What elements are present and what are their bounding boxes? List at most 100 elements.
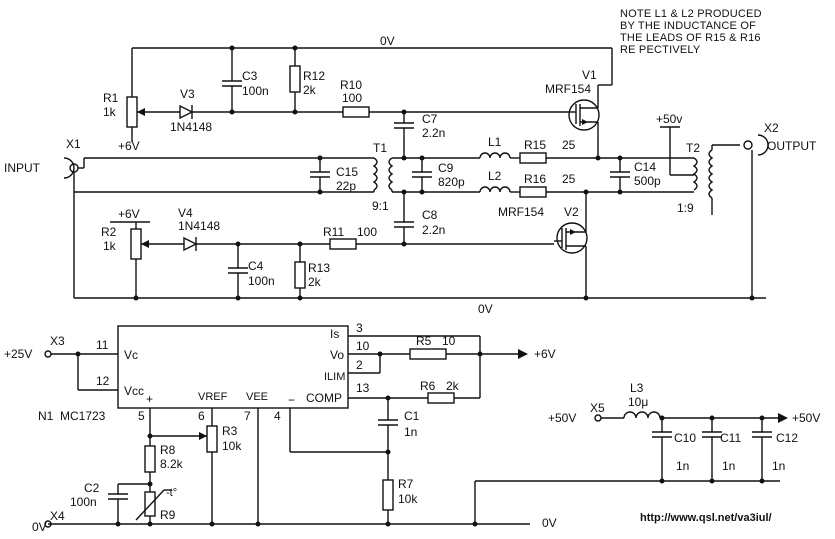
ic-pins-left: +25V X3 11 12 — [4, 334, 118, 391]
part-ref: T1 — [373, 141, 387, 155]
part-ref: C15 — [336, 165, 358, 179]
part-ref: C3 — [242, 69, 258, 83]
pin-label: − — [288, 393, 295, 407]
pin-label: VEE — [246, 391, 268, 403]
pin-number: 4 — [274, 409, 281, 423]
part-value: 2.2n — [422, 223, 445, 237]
turns-ratio: 1:9 — [677, 201, 694, 215]
part-ref: R6 — [420, 379, 436, 393]
resistor-r16: R16 25 — [519, 172, 694, 198]
part-value: 2k — [308, 275, 322, 289]
part-ref: C2 — [84, 481, 100, 495]
part-value: 500p — [634, 174, 661, 188]
part-value: 1n — [676, 459, 689, 473]
capacitor-c7: C7 2.2n — [394, 112, 445, 157]
capacitor-c3: C3 100n — [222, 48, 269, 112]
pin-label: ILIM — [324, 371, 345, 383]
source-url: http://www.qsl.net/va3iul/ — [640, 512, 772, 524]
capacitor-c4: C4 100n — [228, 244, 275, 298]
supply-connector-x5: +50V X5 — [548, 401, 624, 425]
pin-number: 10 — [356, 339, 370, 353]
resistor-r13: R13 2k — [294, 244, 330, 298]
pin-number: 3 — [356, 321, 363, 335]
part-ref: C10 — [674, 431, 696, 445]
output-label: +6V — [534, 347, 556, 361]
pin-label: VREF — [198, 391, 228, 403]
resistor-r7: R7 10k — [382, 477, 418, 524]
resistor-r12: R12 2k — [289, 48, 325, 112]
part-ref: R3 — [222, 424, 238, 438]
part-value: 1N4148 — [170, 120, 212, 134]
capacitor-c2: C2 100n — [70, 481, 150, 524]
part-ref: C12 — [776, 431, 798, 445]
part-ref: R10 — [340, 78, 362, 92]
resistor-r10: R10 100 — [295, 78, 570, 118]
diode-v3: V3 1N4148 — [170, 87, 295, 134]
pin-number: 12 — [96, 374, 110, 388]
part-value: 10 — [442, 334, 456, 348]
part-ref: R7 — [398, 477, 414, 491]
part-ref: L3 — [630, 381, 644, 395]
inductor-l3: L3 10μ +50V — [623, 381, 820, 425]
part-ref: C14 — [634, 160, 656, 174]
part-ref: R9 — [160, 508, 176, 522]
part-value: 8.2k — [160, 457, 184, 471]
part-ref: V2 — [564, 205, 579, 219]
ic-pins-right: 3 10 2 13 — [348, 321, 481, 395]
part-value: 100 — [357, 225, 377, 239]
part-value: 25 — [562, 172, 576, 186]
pin4-wire: 4 — [274, 408, 388, 453]
part-ref: R11 — [323, 225, 344, 239]
ground-rail-middle: 0V — [74, 297, 766, 316]
part-ref: L2 — [488, 169, 502, 183]
resistor-r1: R1 1k +6V — [103, 48, 180, 153]
part-value: 10k — [222, 439, 242, 453]
part-value: 2k — [446, 379, 460, 393]
part-value: 25 — [562, 138, 576, 152]
output-connector-x2: X2 OUTPUT — [743, 121, 817, 298]
part-ref: L1 — [488, 135, 502, 149]
part-ref: N1 — [38, 409, 54, 423]
part-ref: C8 — [422, 208, 438, 222]
resistor-r3: 6 R3 10k — [150, 408, 242, 524]
transformer-t2: T2 1:9 — [677, 141, 740, 215]
schematic-note: NOTE L1 & L2 PRODUCED BY THE INDUCTANCE … — [620, 8, 830, 56]
input-connector-x1: INPUT X1 — [4, 137, 374, 298]
pin-number: 2 — [356, 358, 363, 372]
part-ref: R15 — [524, 138, 546, 152]
pin-label: + — [146, 392, 153, 406]
note-line: RE PECTIVELY — [620, 44, 701, 56]
pin-label: Vcc — [124, 384, 144, 398]
rail-label: 0V — [478, 302, 493, 316]
pin-label: Vo — [330, 348, 344, 362]
part-ref: C11 — [720, 431, 741, 445]
port-ref: X1 — [66, 137, 81, 151]
part-value: MC1723 — [60, 409, 106, 423]
diode-v4: V4 1N4148 — [178, 206, 330, 252]
output-label: OUTPUT — [767, 139, 817, 153]
supply-label: +50V — [792, 411, 820, 425]
pin-number: 7 — [244, 409, 251, 423]
resistor-r11: R11 100 — [323, 225, 554, 250]
part-value: 2k — [303, 83, 317, 97]
part-value: MRF154 — [498, 205, 544, 219]
transistor-v1: V1 MRF154 — [545, 68, 612, 157]
part-ref: R13 — [308, 261, 330, 275]
resistor-r15: R15 25 — [519, 138, 694, 164]
junction-dots — [75, 45, 765, 527]
port-ref: X3 — [50, 334, 65, 348]
part-value: 1n — [404, 425, 417, 439]
resistor-r6: R6 2k — [348, 354, 481, 404]
part-ref: V3 — [180, 87, 195, 101]
input-label: INPUT — [4, 161, 41, 175]
capacitor-c9: C9 820p — [412, 158, 465, 192]
supply-label: +6V — [118, 207, 140, 221]
supply-label: +50v — [656, 112, 682, 126]
inductor-l2: L2 — [479, 169, 520, 193]
note-line: THE LEADS OF R15 & R16 — [620, 32, 761, 44]
note-line: NOTE L1 & L2 PRODUCED — [620, 8, 762, 20]
part-value: 1N4148 — [178, 219, 220, 233]
port-ref: X2 — [764, 121, 779, 135]
part-ref: C7 — [422, 112, 438, 126]
